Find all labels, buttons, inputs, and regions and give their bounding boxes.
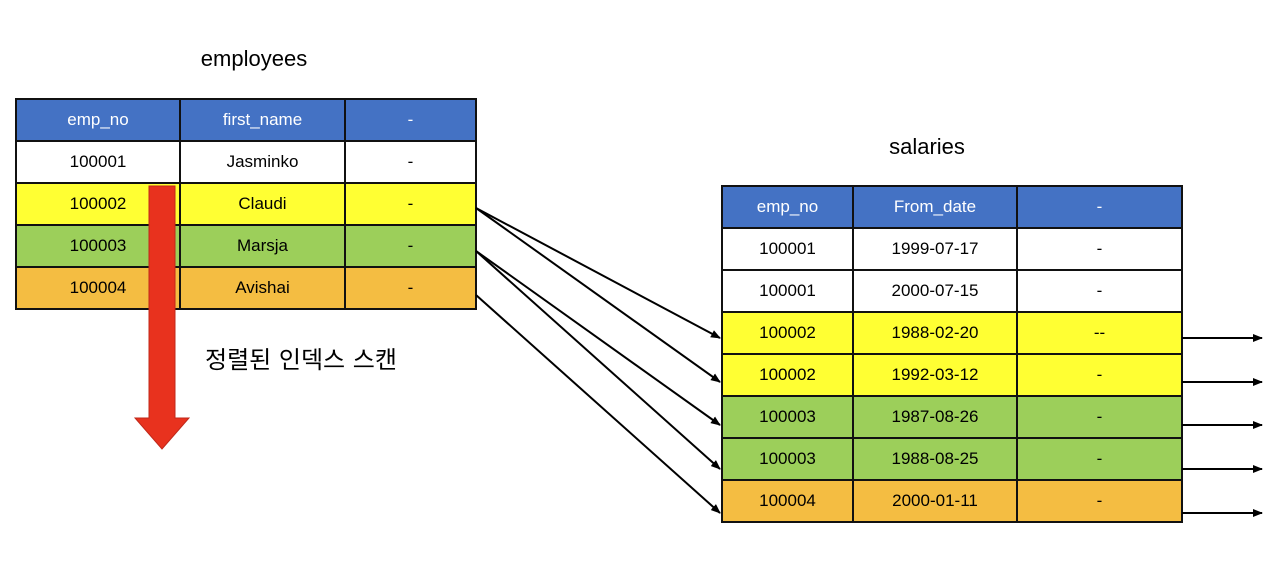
employees-cell-emp-no: 100004 — [15, 266, 181, 310]
employees-row: 100002 Claudi - — [15, 182, 477, 226]
salaries-cell-emp-no: 100003 — [721, 395, 854, 439]
employees-cell-emp-no: 100001 — [15, 140, 181, 184]
salaries-table-title: salaries — [889, 134, 965, 159]
employees-cell-first-name: Marsja — [179, 224, 346, 268]
employees-cell-other: - — [344, 266, 477, 310]
salaries-cell-other: - — [1016, 269, 1183, 313]
salaries-header-row: emp_no From_date - — [721, 185, 1183, 229]
salaries-cell-emp-no: 100001 — [721, 269, 854, 313]
employees-header-first-name: first_name — [179, 98, 346, 142]
salaries-cell-from-date: 2000-07-15 — [852, 269, 1018, 313]
salaries-row: 100003 1987-08-26 - — [721, 395, 1183, 439]
employees-cell-other: - — [344, 140, 477, 184]
employees-header-other: - — [344, 98, 477, 142]
salaries-cell-emp-no: 100002 — [721, 353, 854, 397]
salaries-cell-other: - — [1016, 353, 1183, 397]
salaries-header-other: - — [1016, 185, 1183, 229]
salaries-cell-emp-no: 100002 — [721, 311, 854, 355]
join-line — [475, 207, 721, 339]
employees-row: 100004 Avishai - — [15, 266, 477, 310]
salaries-cell-other: - — [1016, 395, 1183, 439]
salaries-cell-other: -- — [1016, 311, 1183, 355]
employees-cell-emp-no: 100003 — [15, 224, 181, 268]
salaries-header-from-date: From_date — [852, 185, 1018, 229]
salaries-cell-from-date: 1992-03-12 — [852, 353, 1018, 397]
salaries-cell-from-date: 1988-08-25 — [852, 437, 1018, 481]
join-line — [475, 294, 721, 514]
salaries-row: 100001 1999-07-17 - — [721, 227, 1183, 271]
join-line — [475, 207, 721, 383]
salaries-cell-from-date: 1987-08-26 — [852, 395, 1018, 439]
salaries-cell-emp-no: 100004 — [721, 479, 854, 523]
salaries-cell-other: - — [1016, 437, 1183, 481]
employees-table: emp_no first_name - 100001 Jasminko - 10… — [15, 98, 477, 310]
join-line — [475, 250, 721, 426]
employees-cell-other: - — [344, 224, 477, 268]
employees-row: 100001 Jasminko - — [15, 140, 477, 184]
employees-table-title: employees — [200, 46, 308, 71]
employees-cell-first-name: Avishai — [179, 266, 346, 310]
salaries-row: 100004 2000-01-11 - — [721, 479, 1183, 523]
salaries-row: 100003 1988-08-25 - — [721, 437, 1183, 481]
salaries-row: 100001 2000-07-15 - — [721, 269, 1183, 313]
salaries-row: 100002 1992-03-12 - — [721, 353, 1183, 397]
sorted-index-scan-label: 정렬된 인덱스 스캔 — [205, 346, 397, 374]
employees-row: 100003 Marsja - — [15, 224, 477, 268]
employees-cell-other: - — [344, 182, 477, 226]
salaries-header-emp-no: emp_no — [721, 185, 854, 229]
employees-cell-emp-no: 100002 — [15, 182, 181, 226]
join-line — [475, 250, 721, 470]
salaries-cell-from-date: 2000-01-11 — [852, 479, 1018, 523]
salaries-cell-from-date: 1988-02-20 — [852, 311, 1018, 355]
employees-header-row: emp_no first_name - — [15, 98, 477, 142]
employees-cell-first-name: Jasminko — [179, 140, 346, 184]
salaries-row: 100002 1988-02-20 -- — [721, 311, 1183, 355]
salaries-cell-other: - — [1016, 227, 1183, 271]
salaries-cell-from-date: 1999-07-17 — [852, 227, 1018, 271]
salaries-cell-emp-no: 100001 — [721, 227, 854, 271]
employees-header-emp-no: emp_no — [15, 98, 181, 142]
employees-cell-first-name: Claudi — [179, 182, 346, 226]
salaries-cell-other: - — [1016, 479, 1183, 523]
salaries-table: emp_no From_date - 100001 1999-07-17 - 1… — [721, 185, 1183, 523]
salaries-cell-emp-no: 100003 — [721, 437, 854, 481]
